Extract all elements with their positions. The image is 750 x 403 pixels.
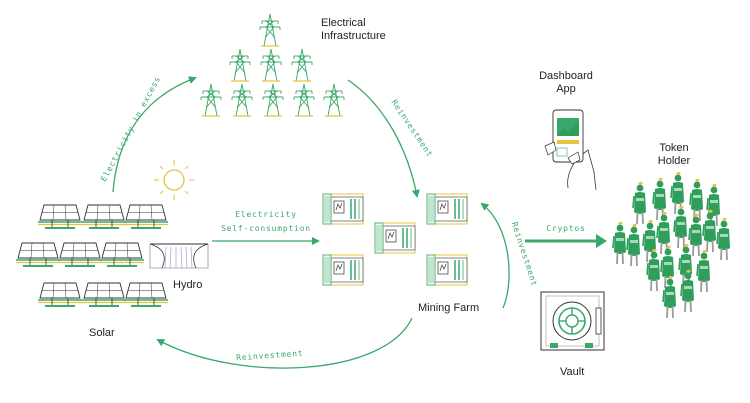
electricity-in-excess-label: Electricity in excess [99,75,162,183]
arrow-electricity-in-excess [112,76,197,193]
person-icon [612,220,627,265]
mining-farm-containers [322,193,468,286]
solar-panel-icon [15,242,61,268]
token-holder-label: Token Holder [658,142,690,168]
tower-icon [200,83,222,117]
arrow-reinvestment-bottom [156,317,413,369]
solar-panel-icon [123,282,169,308]
hydro-dam-icon [149,243,209,269]
tower-icon [259,13,281,47]
solar-panel-icon [37,282,83,308]
mining-container-icon [322,193,364,225]
reinvestment-top-label: Reinvestment [389,98,434,159]
arrow-reinvestment-top [347,79,420,198]
solar-panel-icon [99,242,145,268]
hydro-label: Hydro [173,279,203,291]
solar-panel-icon [123,204,169,230]
person-icon [632,180,647,225]
solar-panel-icon [81,282,127,308]
mining-farm-label: Mining Farm [418,302,480,314]
mining-container-icon [374,222,416,254]
arrow-cryptos [525,234,607,248]
person-icon [706,182,721,227]
self-consumption-label-line2: Self-consumption [221,224,311,233]
solar-panel-icon [57,242,103,268]
person-icon [696,248,711,293]
reinvestment-right-label: Reinvestment [510,221,539,288]
tower-icon [293,83,315,117]
cryptos-label: Cryptos [546,224,585,233]
tower-icon [262,83,284,117]
token-holder-label-line2: Holder [657,155,691,167]
solar-panel-array [15,204,169,308]
sun-icon [154,160,194,200]
person-icon [646,247,661,292]
dashboard-app-phone-icon [544,109,597,191]
vault-label: Vault [560,366,585,378]
mining-container-icon [426,254,468,286]
vault-icon [540,291,605,351]
person-icon [716,216,731,261]
self-consumption-label-line1: Electricity [235,210,297,219]
tower-icon [231,83,253,117]
mining-container-icon [322,254,364,286]
reinvestment-bottom-label: Reinvestment [236,349,304,363]
person-icon [678,242,693,287]
dashboard-app-label: Dashboard App [539,70,593,96]
tower-icon [229,48,251,82]
tower-icon [260,48,282,82]
mining-container-icon [426,193,468,225]
solar-panel-icon [37,204,83,230]
token-holder-label-line1: Token [659,142,689,154]
tower-icon [323,83,345,117]
electrical-infrastructure-label: Electrical Infrastructure [321,17,386,43]
electrical-infrastructure-label-line1: Electrical [321,17,366,29]
person-icon [702,208,717,253]
solar-label: Solar [89,327,115,339]
solar-panel-icon [81,204,127,230]
electrical-infrastructure-label-line2: Infrastructure [321,30,386,42]
token-holder-crowd [612,170,731,319]
arrow-reinvestment-right [480,202,510,309]
person-icon [626,222,641,267]
dashboard-app-label-line2: App [556,83,576,95]
tower-icon [291,48,313,82]
dashboard-app-label-line1: Dashboard [539,70,593,82]
